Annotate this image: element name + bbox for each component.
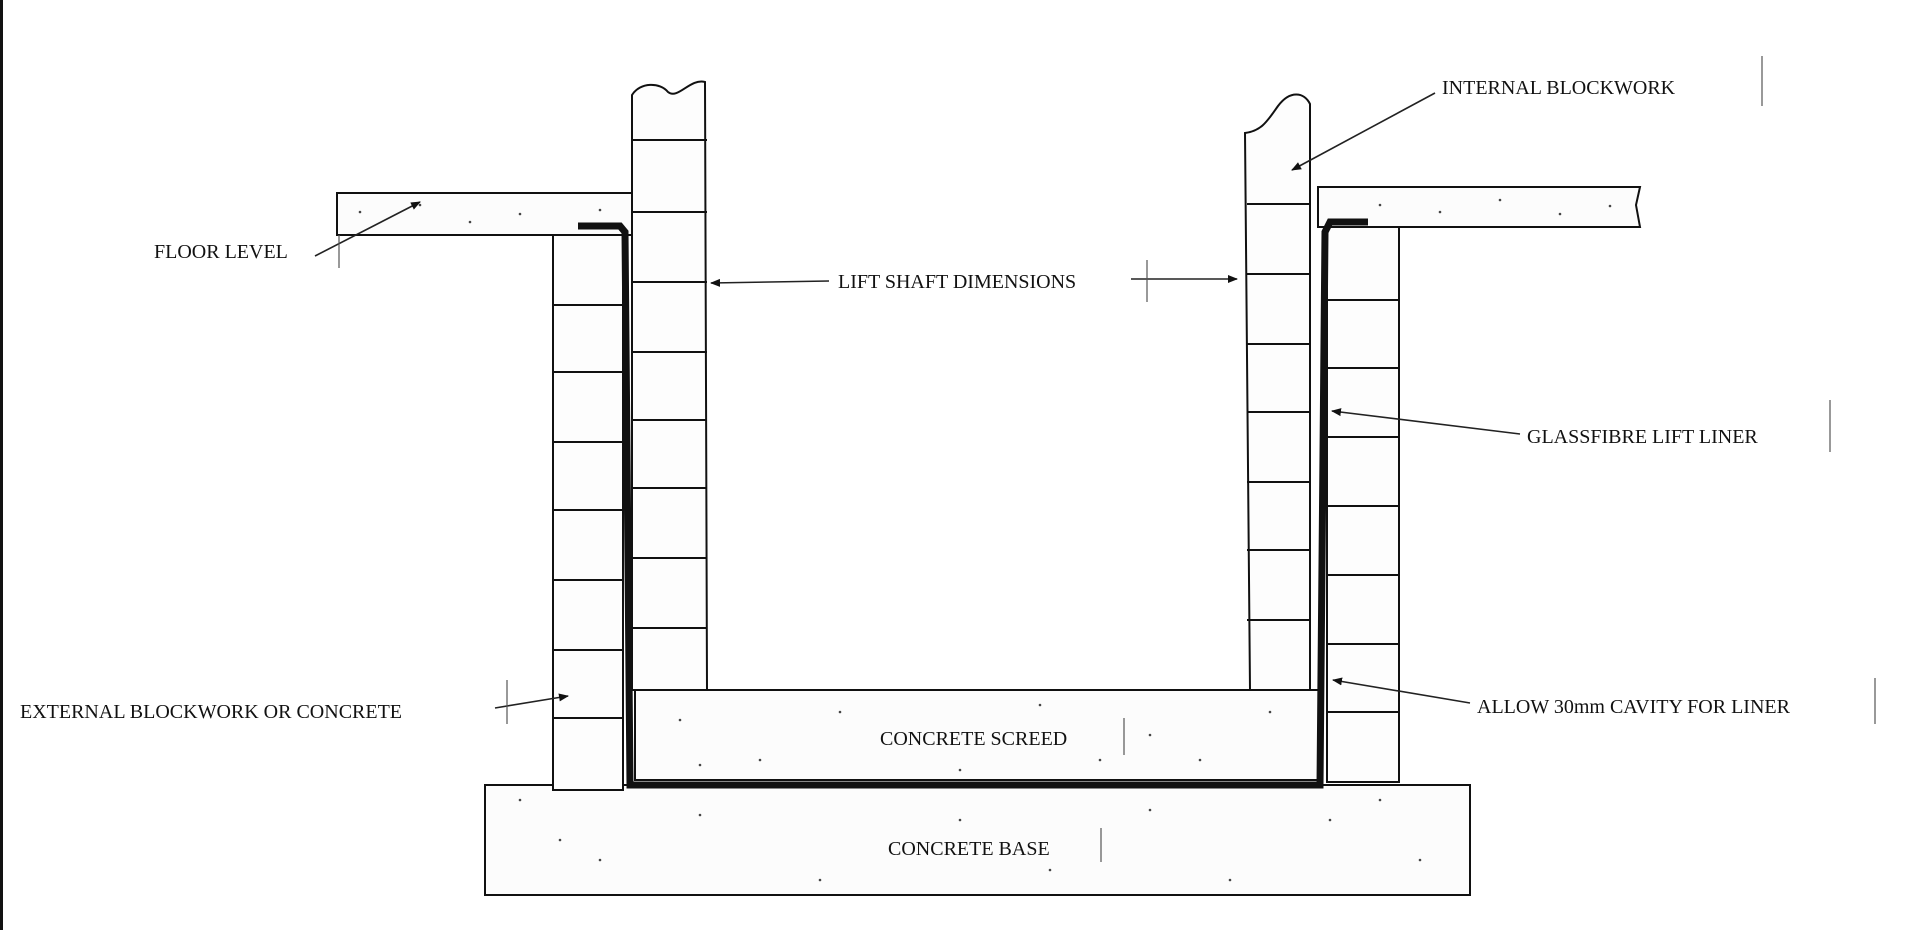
concrete-speck — [1048, 868, 1052, 872]
concrete-speck — [598, 858, 602, 862]
floor-slab-right — [1317, 186, 1642, 228]
concrete-speck — [598, 208, 602, 212]
concrete-speck — [518, 212, 522, 216]
concrete-speck — [958, 818, 962, 822]
internal-blockwork-left — [631, 80, 709, 691]
concrete-speck — [1608, 204, 1612, 208]
concrete-speck — [1418, 858, 1422, 862]
concrete-speck — [358, 210, 362, 214]
external-blockwork-left — [552, 234, 624, 791]
label-internal-blockwork: INTERNAL BLOCKWORK — [1442, 77, 1676, 99]
internal-blockwork-right — [1243, 93, 1311, 691]
concrete-speck — [1498, 198, 1502, 202]
concrete-speck — [1438, 210, 1442, 214]
concrete-speck — [1098, 758, 1102, 762]
concrete-screed — [634, 689, 1321, 781]
concrete-speck — [698, 813, 702, 817]
concrete-speck — [1268, 710, 1272, 714]
concrete-speck — [1038, 703, 1042, 707]
concrete-speck — [698, 763, 702, 767]
concrete-speck — [958, 768, 962, 772]
concrete-speck — [758, 758, 762, 762]
concrete-speck — [468, 220, 472, 224]
concrete-speck — [678, 718, 682, 722]
external-blockwork-right — [1326, 226, 1400, 783]
concrete-speck — [1328, 818, 1332, 822]
leader-lines — [314, 92, 1521, 709]
concrete-speck — [1378, 798, 1382, 802]
glassfibre-liner — [578, 218, 1368, 789]
concrete-speck — [1148, 733, 1152, 737]
concrete-speck — [518, 798, 522, 802]
concrete-base — [484, 784, 1471, 896]
concrete-speck — [1148, 808, 1152, 812]
concrete-speck — [558, 838, 562, 842]
concrete-speck — [818, 878, 822, 882]
label-concrete-screed: CONCRETE SCREED — [880, 728, 1067, 750]
label-glassfibre-lift-liner: GLASSFIBRE LIFT LINER — [1527, 426, 1758, 448]
label-lift-shaft-dimensions: LIFT SHAFT DIMENSIONS — [838, 271, 1076, 293]
concrete-speck — [1558, 212, 1562, 216]
concrete-speck — [418, 203, 422, 207]
label-concrete-base: CONCRETE BASE — [888, 838, 1050, 860]
label-external-blockwork: EXTERNAL BLOCKWORK OR CONCRETE — [20, 701, 402, 723]
concrete-speck — [1378, 203, 1382, 207]
concrete-speck — [1228, 878, 1232, 882]
concrete-speck — [1198, 758, 1202, 762]
label-floor-level: FLOOR LEVEL — [154, 241, 288, 263]
concrete-speck — [838, 710, 842, 714]
concrete-texture — [358, 198, 1612, 882]
label-allow-cavity: ALLOW 30mm CAVITY FOR LINER — [1477, 696, 1791, 718]
label-ticks — [338, 56, 1876, 862]
